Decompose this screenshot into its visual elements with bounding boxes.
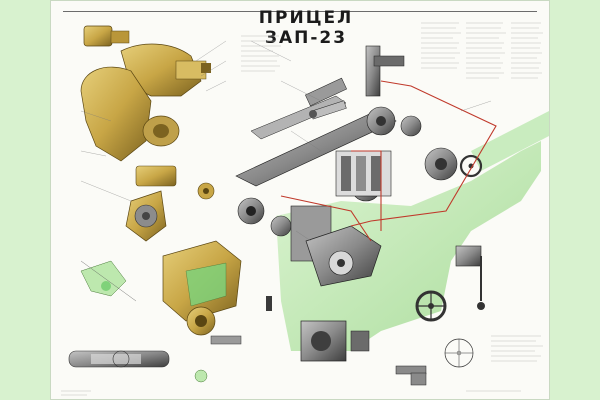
brass-housing-icon [162, 240, 272, 345]
poster-title: ПРИЦЕЛ ЗАП-23 [258, 8, 354, 48]
reticle-icon [444, 338, 474, 368]
brass-sight-assembly-icon [80, 25, 215, 242]
exploded-mechanism-icon [235, 45, 485, 386]
poster-artwork [61, 22, 549, 396]
small-sectional-icon [80, 260, 137, 302]
poster: ПРИЦЕЛ ЗАП-23 [51, 1, 549, 399]
optical-path-icon [280, 80, 497, 242]
green-section [276, 111, 549, 351]
parts-list [61, 22, 543, 396]
top-rule [63, 11, 537, 12]
tube-section-icon [68, 350, 208, 383]
